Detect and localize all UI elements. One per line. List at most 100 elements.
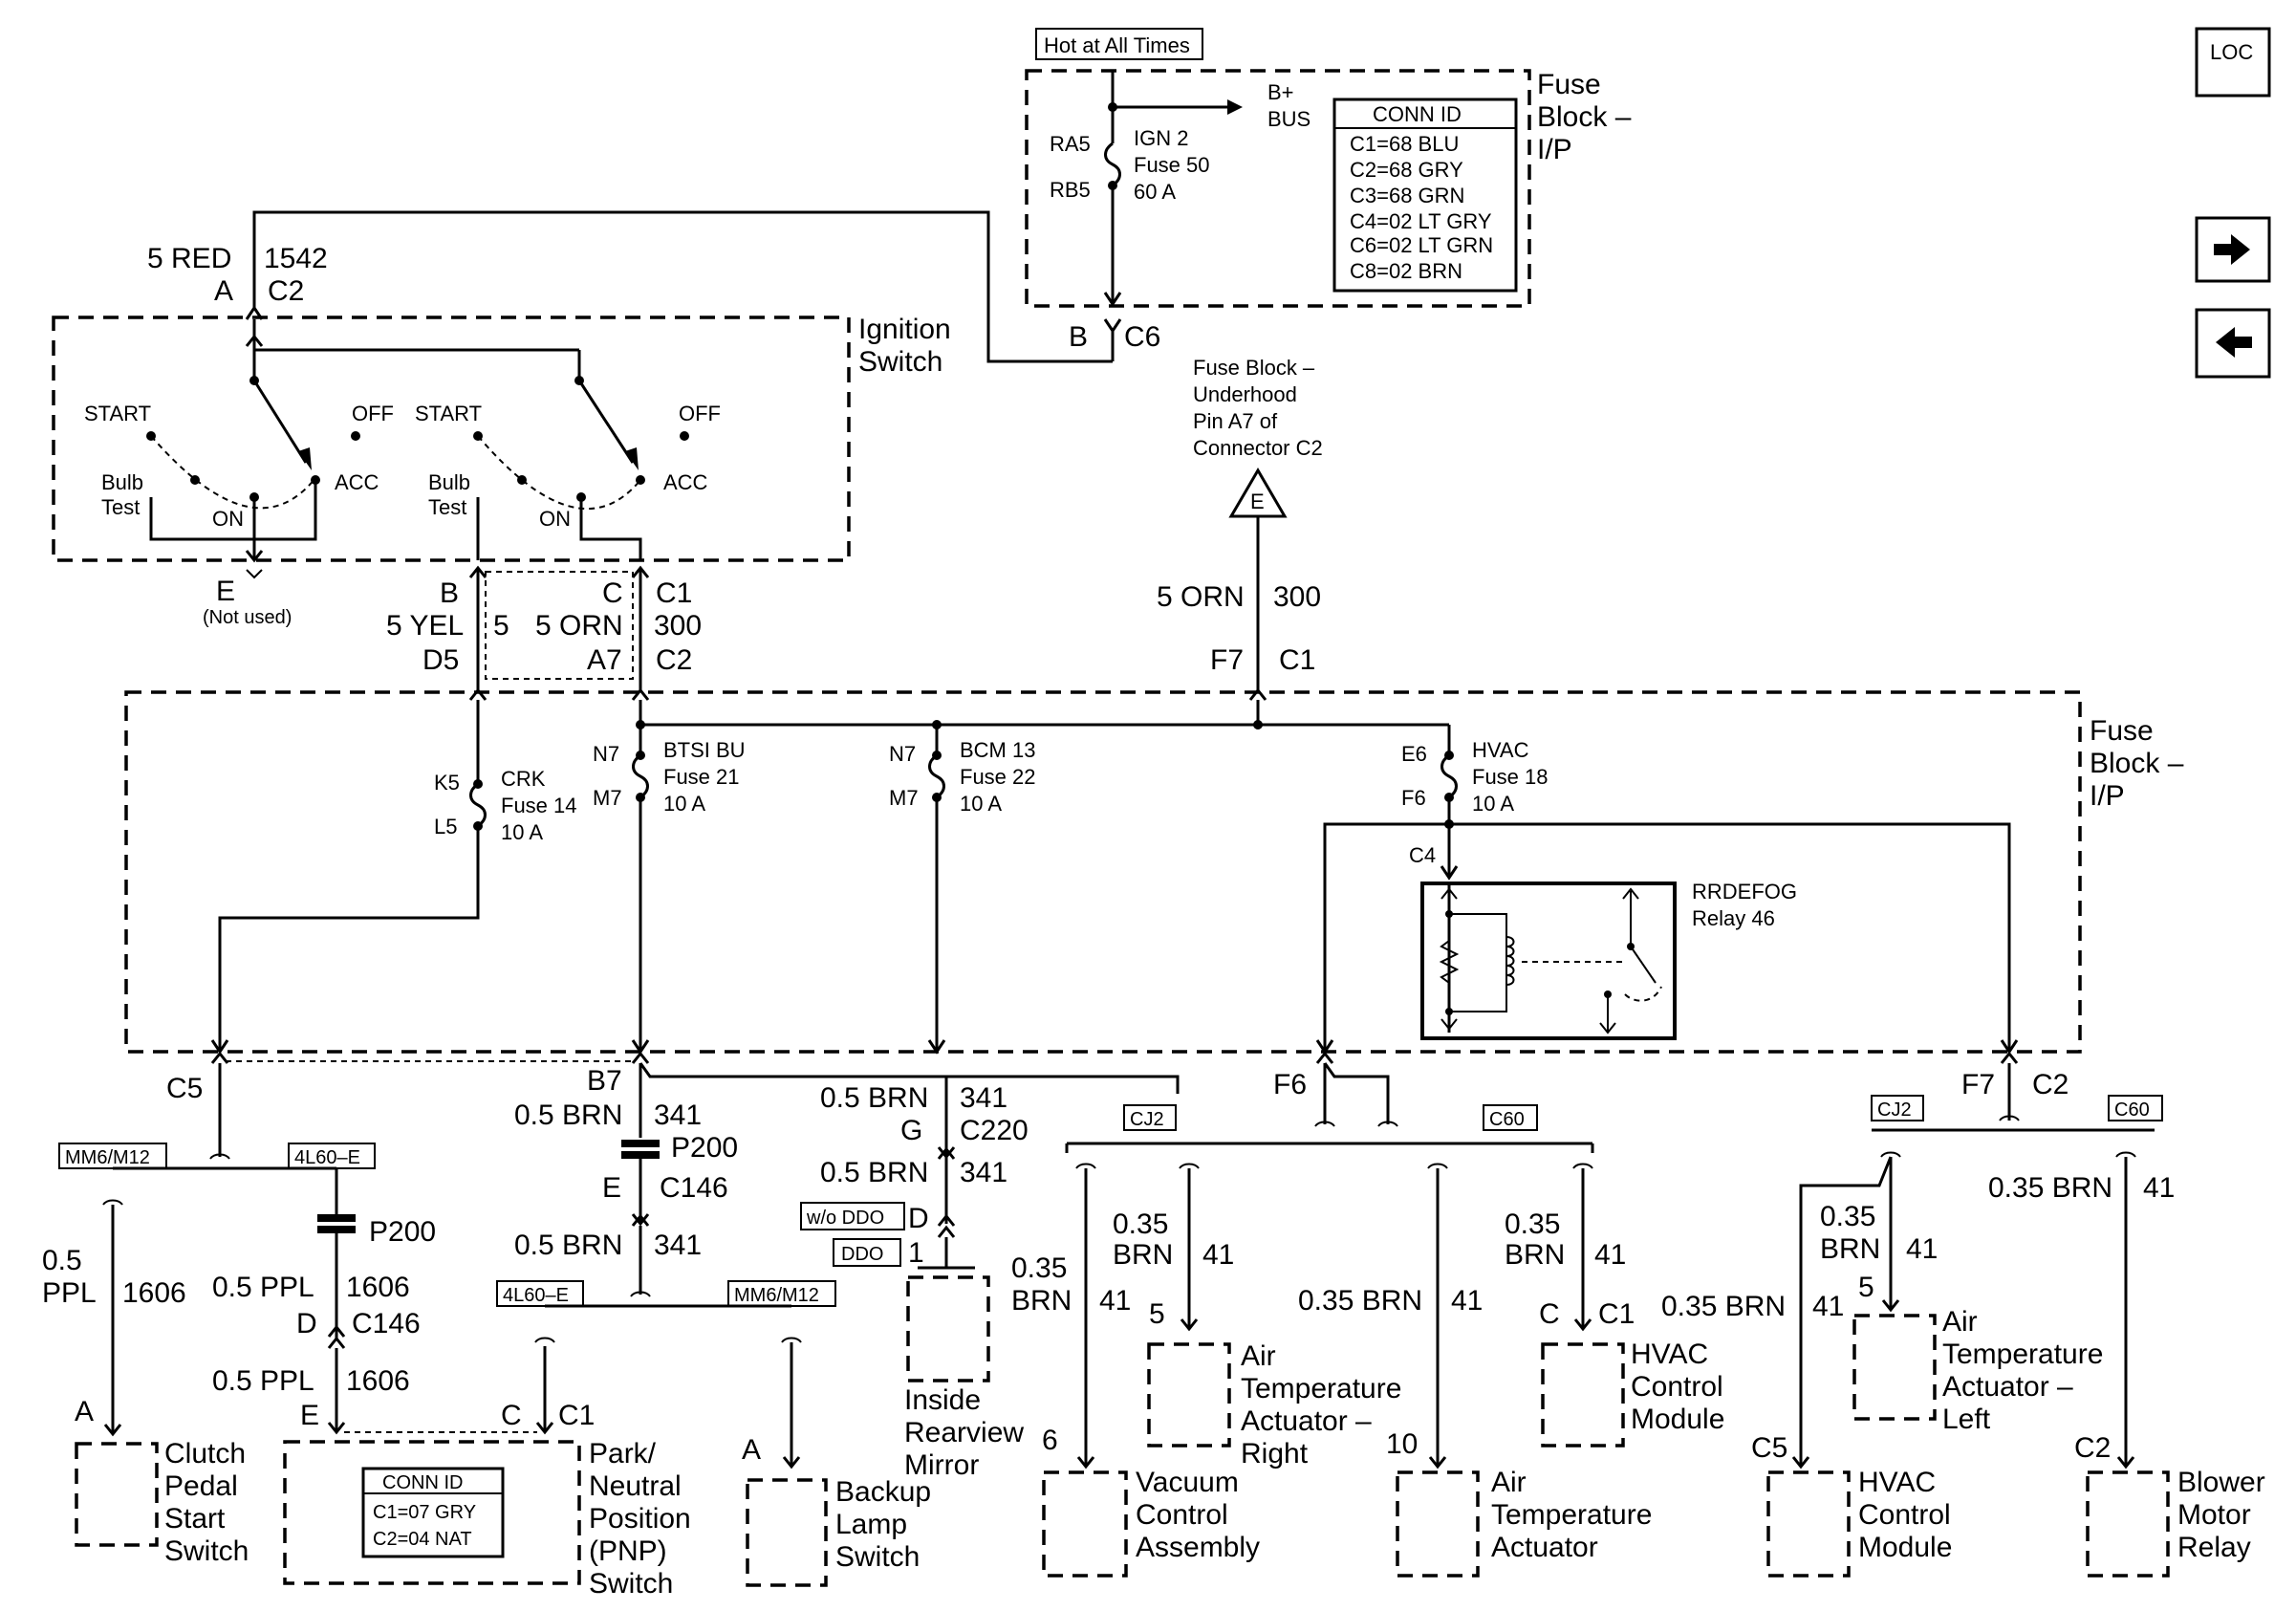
- svg-text:C6=02 LT GRN: C6=02 LT GRN: [1350, 233, 1493, 257]
- svg-text:Air: Air: [1491, 1467, 1527, 1498]
- svg-text:C6: C6: [1124, 321, 1160, 353]
- svg-text:D: D: [296, 1308, 317, 1339]
- svg-text:Bulb: Bulb: [101, 470, 143, 494]
- svg-text:0.5 BRN: 0.5 BRN: [514, 1099, 622, 1131]
- svg-text:Position: Position: [589, 1503, 691, 1535]
- svg-text:HVAC: HVAC: [1858, 1467, 1936, 1498]
- svg-text:A: A: [742, 1434, 761, 1466]
- svg-text:B+: B+: [1267, 80, 1294, 104]
- svg-text:Test: Test: [101, 495, 140, 519]
- svg-text:N7: N7: [593, 742, 619, 766]
- svg-text:OFF: OFF: [352, 402, 394, 425]
- backup-lamp-switch: [746, 1478, 828, 1587]
- loc-button[interactable]: LOC: [2195, 27, 2271, 98]
- svg-text:5 ORN: 5 ORN: [535, 610, 623, 642]
- option-ddo-label: DDO: [833, 1238, 901, 1267]
- svg-text:F6: F6: [1273, 1069, 1307, 1100]
- svg-text:Relay 46: Relay 46: [1692, 906, 1775, 930]
- svg-text:E: E: [602, 1172, 621, 1204]
- svg-text:D5: D5: [422, 644, 459, 676]
- svg-text:C2: C2: [656, 644, 692, 676]
- svg-text:0.35: 0.35: [1113, 1208, 1168, 1240]
- svg-text:B7: B7: [587, 1065, 622, 1097]
- fuse-block-top-title: Fuse: [1537, 69, 1601, 100]
- blower-motor-relay: [2086, 1470, 2170, 1578]
- svg-text:C1=68 BLU: C1=68 BLU: [1350, 132, 1459, 156]
- svg-text:Switch: Switch: [164, 1535, 249, 1567]
- hvac-control-module-1: [1541, 1342, 1625, 1448]
- svg-text:C: C: [501, 1400, 522, 1431]
- svg-text:10 A: 10 A: [960, 792, 1002, 816]
- svg-text:K5: K5: [434, 771, 460, 795]
- svg-text:E6: E6: [1401, 742, 1427, 766]
- svg-text:Start: Start: [164, 1503, 226, 1535]
- pnp-conn-id-table: CONN ID C1=07 GRY C2=04 NAT: [361, 1467, 505, 1558]
- svg-text:HVAC: HVAC: [1631, 1339, 1708, 1370]
- svg-text:Fuse 22: Fuse 22: [960, 765, 1036, 789]
- svg-text:C1: C1: [1598, 1298, 1635, 1330]
- svg-text:0.5 BRN: 0.5 BRN: [820, 1082, 928, 1114]
- svg-text:C: C: [1539, 1298, 1560, 1330]
- svg-text:C2: C2: [2074, 1432, 2111, 1464]
- svg-text:300: 300: [654, 610, 702, 642]
- svg-text:Switch: Switch: [589, 1568, 673, 1600]
- svg-text:HVAC: HVAC: [1472, 738, 1529, 762]
- svg-text:Actuator –: Actuator –: [1241, 1405, 1372, 1437]
- svg-text:Assembly: Assembly: [1136, 1532, 1260, 1563]
- svg-text:5: 5: [1149, 1298, 1165, 1330]
- svg-text:C220: C220: [960, 1115, 1029, 1146]
- svg-text:G: G: [900, 1115, 922, 1146]
- svg-text:D: D: [908, 1203, 929, 1234]
- svg-text:C: C: [602, 577, 623, 609]
- arrow-left-icon: [2216, 327, 2252, 358]
- next-page-button[interactable]: [2195, 216, 2271, 283]
- svg-text:(Not used): (Not used): [203, 607, 292, 628]
- fuse-block-main-outline: [124, 690, 2082, 1054]
- svg-text:C4: C4: [1409, 843, 1436, 867]
- svg-text:5 RED: 5 RED: [147, 243, 231, 274]
- air-temperature-actuator-right: [1147, 1342, 1231, 1448]
- svg-text:5 ORN: 5 ORN: [1157, 581, 1245, 613]
- svg-text:60 A: 60 A: [1134, 180, 1176, 204]
- svg-text:Temperature: Temperature: [1942, 1339, 2103, 1370]
- svg-text:F7: F7: [1210, 644, 1244, 676]
- svg-text:6: 6: [1042, 1425, 1058, 1456]
- svg-text:Clutch: Clutch: [164, 1438, 246, 1469]
- svg-text:41: 41: [1451, 1285, 1483, 1317]
- svg-text:P200: P200: [369, 1216, 436, 1248]
- svg-text:Underhood: Underhood: [1193, 382, 1297, 406]
- svg-text:Relay: Relay: [2177, 1532, 2251, 1563]
- svg-text:Switch: Switch: [835, 1541, 920, 1573]
- svg-text:Air: Air: [1241, 1340, 1276, 1372]
- svg-text:C5: C5: [166, 1073, 203, 1104]
- svg-text:341: 341: [960, 1157, 1007, 1188]
- prev-page-button[interactable]: [2195, 308, 2271, 379]
- svg-text:BTSI BU: BTSI BU: [663, 738, 746, 762]
- svg-text:M7: M7: [593, 786, 622, 810]
- svg-text:CJ2: CJ2: [1877, 1099, 1912, 1121]
- svg-text:341: 341: [960, 1082, 1007, 1114]
- svg-text:Park/: Park/: [589, 1438, 657, 1469]
- svg-text:C1=07 GRY: C1=07 GRY: [373, 1502, 476, 1523]
- svg-text:RA5: RA5: [1050, 132, 1091, 156]
- svg-text:0.35: 0.35: [1011, 1252, 1067, 1284]
- svg-text:I/P: I/P: [1537, 134, 1572, 165]
- svg-text:CJ2: CJ2: [1130, 1109, 1164, 1130]
- fuse-block-conn-id-table: CONN ID C1=68 BLU C2=68 GRY C3=68 GRN C4…: [1332, 98, 1518, 293]
- svg-text:41: 41: [1099, 1285, 1131, 1317]
- svg-text:Neutral: Neutral: [589, 1470, 682, 1502]
- svg-text:1: 1: [908, 1237, 924, 1269]
- svg-text:Fuse 18: Fuse 18: [1472, 765, 1549, 789]
- option-mm6-label-2: MM6/M12: [727, 1280, 836, 1307]
- svg-text:10: 10: [1386, 1428, 1418, 1460]
- svg-text:41: 41: [1812, 1291, 1844, 1322]
- svg-text:0.35 BRN: 0.35 BRN: [1298, 1285, 1422, 1317]
- pnp-switch-outline: [283, 1440, 581, 1585]
- svg-text:Module: Module: [1631, 1404, 1724, 1435]
- svg-text:START: START: [415, 402, 482, 425]
- svg-text:Module: Module: [1858, 1532, 1952, 1563]
- svg-text:0.35: 0.35: [1505, 1208, 1560, 1240]
- loc-label: LOC: [2210, 40, 2253, 64]
- hot-at-all-times-label: Hot at All Times: [1035, 28, 1203, 60]
